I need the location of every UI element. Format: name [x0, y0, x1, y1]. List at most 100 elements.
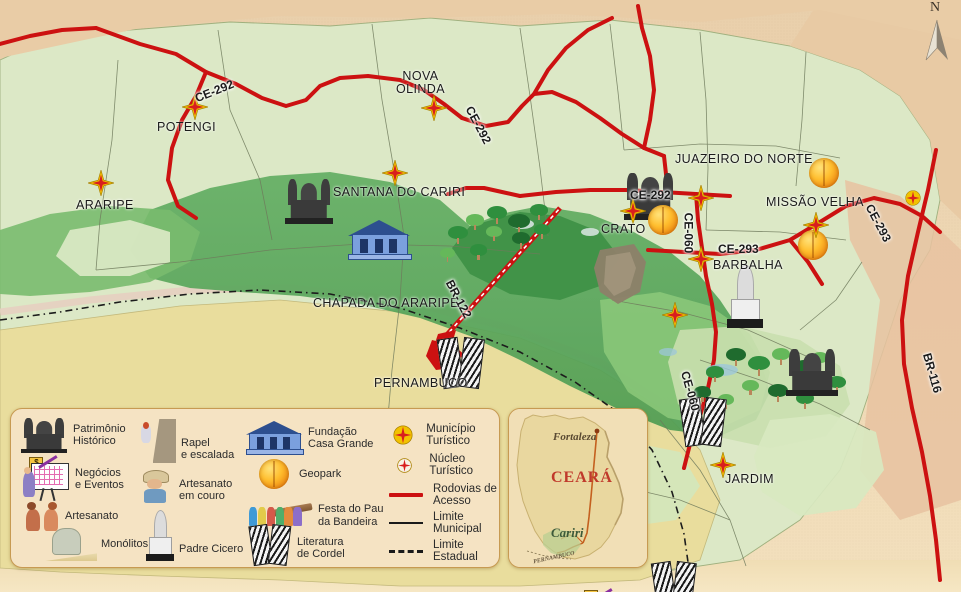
- legend-item-literatura-de-cordel: Literatura de Cordel: [248, 523, 345, 567]
- city-label-jardim: JARDIM: [725, 472, 774, 486]
- cordel-booklets-icon: [248, 523, 292, 567]
- road-label-ce292-crato: CE-292: [630, 188, 671, 202]
- blue-house-icon: [246, 421, 304, 455]
- tree-icon: [487, 206, 507, 224]
- tree-icon: [828, 376, 846, 393]
- legend-item-fundacao-casa-grande: Fundação Casa Grande: [246, 421, 373, 455]
- leather-craft-icon: [141, 469, 173, 503]
- legend-label-line1: Festa do Pau: [318, 503, 384, 515]
- municipio-star-marker: [662, 302, 688, 328]
- legend-key-nucleo-turistico: Núcleo Turístico: [389, 453, 499, 477]
- legend-key-limite-municipal: Limite Municipal: [389, 511, 499, 535]
- legend-label-line2: de Cordel: [297, 548, 345, 560]
- region-label-chapada-do-araripe: CHAPADA DO ARARIPE: [313, 296, 459, 310]
- municipio-star-marker: [421, 95, 447, 121]
- legend-label-line1: Padre Cicero: [179, 542, 244, 555]
- geopark-disc-icon: [809, 158, 839, 188]
- legend-label-line2: em couro: [179, 490, 225, 502]
- legend-item-geopark: Geopark: [259, 459, 341, 489]
- legend-label-line1: Rapel: [181, 436, 210, 449]
- tree-icon: [534, 224, 550, 239]
- city-label-juazeiro-do-norte: JUAZEIRO DO NORTE: [675, 152, 813, 166]
- legend-label-line1: Patrimônio: [73, 422, 126, 435]
- tree-icon: [470, 244, 487, 260]
- padre-cicero-statue-icon: [145, 509, 175, 561]
- legend-label-line1: Artesanato: [65, 509, 119, 522]
- legend-label-line1: Negócios: [75, 466, 121, 479]
- municipio-star-marker: [88, 170, 114, 196]
- city-label-santana-do-cariri: SANTANA DO CARIRI: [333, 185, 466, 199]
- tree-icon: [440, 248, 455, 262]
- legend-label-line2: Casa Grande: [308, 438, 374, 450]
- municipio-star-marker: [382, 160, 408, 186]
- tree-icon: [466, 214, 484, 230]
- legend-key-label: Limite Estadual: [433, 539, 478, 563]
- municipio-star-marker: [182, 94, 208, 120]
- legend-key-rodovias-de-acesso: Rodovias de Acesso: [389, 483, 499, 507]
- padre-cicero-statue-icon: [726, 264, 764, 328]
- dashed-line-icon: [389, 549, 423, 553]
- city-label-araripe: ARARIPE: [76, 198, 134, 212]
- municipio-star-marker: [620, 198, 646, 224]
- black-line-icon: [389, 522, 423, 524]
- festival-crowd-icon: [248, 496, 313, 526]
- legend-key-municipio-turistico: Município Turístico: [389, 423, 499, 447]
- legend-item-artesanato: Artesanato: [25, 501, 118, 531]
- legend-label-line1: Fundação: [308, 425, 357, 438]
- geopark-disc-icon: [259, 459, 289, 489]
- road-label-ce293-barbalha: CE-293: [718, 242, 759, 256]
- business-easel-icon: $: [23, 454, 70, 502]
- inset-label-ceara: CEARÁ: [551, 469, 613, 486]
- church-icon: [21, 417, 67, 453]
- city-label-potengi: POTENGI: [157, 120, 217, 134]
- legend-key-label: Limite Municipal: [433, 511, 482, 535]
- inset-locator-map: Fortaleza CEARÁ Cariri PERNAMBUCO: [508, 408, 648, 568]
- city-label-barbalha: BARBALHA: [713, 258, 783, 272]
- cordel-booklets-icon: [650, 560, 697, 592]
- legend-label-line1: Literatura: [297, 535, 344, 548]
- legend-label-line1: Artesanato: [179, 477, 233, 490]
- tree-icon: [742, 380, 759, 395]
- legend-item-padre-cicero: Padre Cicero: [145, 509, 243, 561]
- city-label-missao-velha: MISSÃO VELHA: [766, 195, 864, 209]
- legend-key-label: Município Turístico: [426, 423, 476, 447]
- legend-panel: Patrimônio Histórico $ Negócios e Evento…: [10, 408, 500, 568]
- legend-key-label: Núcleo Turístico: [429, 453, 474, 477]
- legend-item-festa-do-pau-da-bandeira: Festa do Pau da Bandeira: [248, 493, 383, 528]
- legend-item-monolitos: Monólitos: [41, 527, 148, 561]
- legend-key-limite-estadual: Limite Estadual: [389, 539, 499, 563]
- tree-icon: [486, 226, 502, 241]
- geopark-disc-icon: [648, 205, 678, 235]
- region-label-pernambuco: PERNAMBUCO: [374, 376, 468, 390]
- municipio-star-marker: [688, 246, 714, 272]
- municipio-star-marker: [803, 212, 829, 238]
- legend-key-label: Rodovias de Acesso: [433, 483, 497, 507]
- north-letter-label: N: [930, 0, 941, 15]
- legend-label-line2: e escalada: [181, 449, 235, 461]
- legend-label-line1: Monólitos: [101, 537, 149, 550]
- tree-icon: [448, 226, 468, 244]
- nucleo-star-marker: [389, 457, 419, 473]
- legend-item-rapel-e-escalada: Rapel e escalada: [139, 419, 234, 463]
- city-label-line1: NOVA: [402, 69, 439, 83]
- tree-icon: [530, 204, 548, 220]
- tree-icon: [706, 366, 724, 382]
- municipio-star-marker: [710, 452, 736, 478]
- tree-icon: [512, 232, 530, 249]
- city-label-crato: CRATO: [601, 222, 646, 236]
- legend-label-line2: Histórico: [73, 435, 116, 447]
- municipio-star-marker: [389, 425, 416, 445]
- city-label-nova-olinda: NOVA OLINDA: [396, 70, 445, 95]
- inset-label-cariri: Cariri: [551, 525, 584, 540]
- city-label-line2: OLINDA: [396, 81, 445, 96]
- church-icon: [285, 178, 333, 224]
- north-arrow-icon: [925, 19, 948, 61]
- nucleo-star-marker: [905, 190, 921, 206]
- climber-icon: [139, 419, 177, 463]
- tree-icon: [772, 348, 790, 365]
- craft-figures-icon: [25, 501, 59, 531]
- legend-item-negocios-e-eventos: $ Negócios e Eventos: [23, 454, 124, 502]
- inset-label-fortaleza: Fortaleza: [553, 431, 597, 443]
- blue-house-icon: [348, 220, 412, 260]
